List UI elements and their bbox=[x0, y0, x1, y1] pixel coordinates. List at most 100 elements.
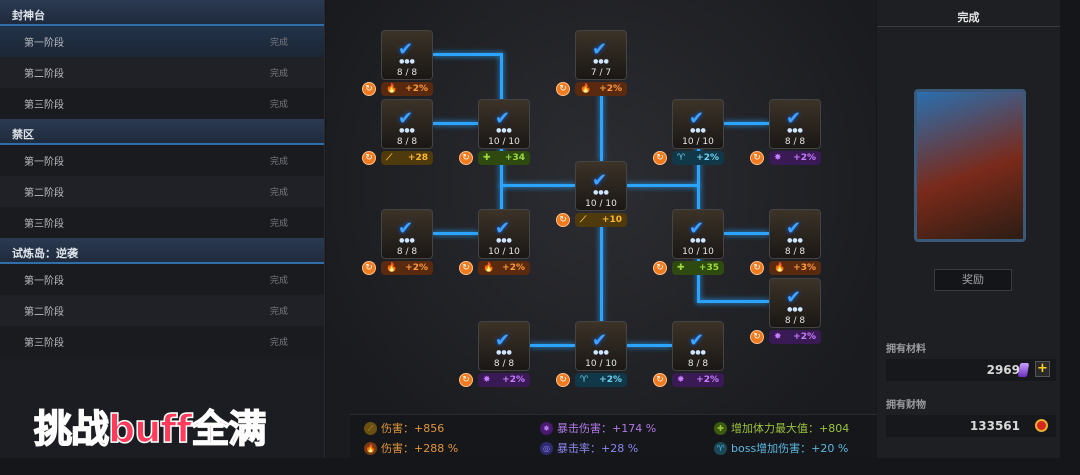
reset-icon[interactable]: ↻ bbox=[556, 373, 570, 387]
buff-node-card[interactable]: ✔●●●10 / 10 bbox=[478, 209, 530, 259]
stars-icon: ●●● bbox=[399, 237, 415, 244]
buff-value: +2% bbox=[793, 153, 816, 163]
reset-icon[interactable]: ↻ bbox=[653, 373, 667, 387]
stage-item[interactable]: 第三阶段完成 bbox=[0, 207, 324, 238]
buff-value: +10 bbox=[601, 215, 622, 225]
stat-text: 暴击伤害：+174 % bbox=[557, 422, 657, 435]
node-progress: 10 / 10 bbox=[682, 137, 714, 147]
check-icon: ✔ bbox=[398, 39, 414, 60]
buff-value: +2% bbox=[793, 332, 816, 342]
fire-icon: 🔥 bbox=[580, 84, 592, 94]
stars-icon: ●●● bbox=[399, 127, 415, 134]
wealth-count: 133561 bbox=[969, 419, 1020, 433]
fire-icon: 🔥 bbox=[386, 84, 398, 94]
coin-icon bbox=[1035, 419, 1048, 432]
node-progress: 10 / 10 bbox=[585, 199, 617, 209]
section-header[interactable]: 封神台 bbox=[0, 0, 324, 26]
buff-node-card[interactable]: ✔●●● 10 / 10 bbox=[575, 161, 627, 211]
stage-status: 完成 bbox=[269, 307, 288, 317]
buff-node-card[interactable]: ✔●●●8 / 8 bbox=[478, 321, 530, 371]
buff-node-card[interactable]: ✔●●●8 / 8 bbox=[769, 99, 821, 149]
check-icon: ✔ bbox=[398, 108, 414, 129]
buff-value: +2% bbox=[696, 153, 719, 163]
stat-text: 增加体力最大值：+804 bbox=[731, 422, 850, 435]
stat-line: ⟋伤害：+856 bbox=[364, 420, 444, 436]
stage-item[interactable]: 第一阶段完成 bbox=[0, 26, 324, 57]
stat-text: 暴击率：+28 % bbox=[557, 442, 639, 455]
add-material-button[interactable]: + bbox=[1035, 361, 1050, 377]
reset-icon[interactable]: ↻ bbox=[750, 151, 764, 165]
boss-icon: ♈ bbox=[580, 375, 589, 385]
stage-status: 完成 bbox=[269, 69, 288, 79]
buff-node-card[interactable]: ✔●●●8 / 8 bbox=[769, 209, 821, 259]
check-icon: ✔ bbox=[495, 108, 511, 129]
sword-icon: ⟋ bbox=[580, 215, 587, 225]
stage-item[interactable]: 第二阶段完成 bbox=[0, 295, 324, 326]
connector-line bbox=[600, 225, 603, 347]
stat-text: 伤害：+856 bbox=[381, 422, 445, 435]
reset-icon[interactable]: ↻ bbox=[362, 82, 376, 96]
stars-icon: ●●● bbox=[593, 189, 609, 196]
stars-icon: ●●● bbox=[593, 349, 609, 356]
reset-icon[interactable]: ↻ bbox=[653, 261, 667, 275]
stage-status: 完成 bbox=[269, 276, 288, 286]
check-icon: ✔ bbox=[786, 108, 802, 129]
section-header[interactable]: 禁区 bbox=[0, 119, 324, 145]
section-header[interactable]: 试炼岛：逆袭 bbox=[0, 238, 324, 264]
node-progress: 8 / 8 bbox=[396, 137, 418, 147]
reset-icon[interactable]: ↻ bbox=[362, 151, 376, 165]
buff-badge: 🔥+2% bbox=[478, 261, 530, 275]
node-progress: 10 / 10 bbox=[682, 247, 714, 257]
sword-icon: ⟋ bbox=[386, 153, 393, 163]
stage-item[interactable]: 第三阶段完成 bbox=[0, 326, 324, 357]
connector-line bbox=[432, 232, 478, 235]
buff-node-card[interactable]: ✔●●●10 / 10 bbox=[672, 209, 724, 259]
reset-icon[interactable]: ↻ bbox=[750, 330, 764, 344]
reset-icon[interactable]: ↻ bbox=[459, 373, 473, 387]
buff-node-card[interactable]: ✔●●●8 / 8 bbox=[672, 321, 724, 371]
buff-node-card[interactable]: ✔●●● 8 / 8 bbox=[381, 99, 433, 149]
node-progress: 10 / 10 bbox=[585, 359, 617, 369]
reset-icon[interactable]: ↻ bbox=[653, 151, 667, 165]
reset-icon[interactable]: ↻ bbox=[362, 261, 376, 275]
buff-node-card[interactable]: ✔●●●8 / 8 bbox=[381, 209, 433, 259]
buff-value: +35 bbox=[698, 263, 719, 273]
stars-icon: ●●● bbox=[690, 127, 706, 134]
node-progress: 7 / 7 bbox=[590, 68, 612, 78]
buff-node-card[interactable]: ✔●●●10 / 10 bbox=[478, 99, 530, 149]
stars-icon: ●●● bbox=[593, 58, 609, 65]
hero-card-image bbox=[914, 89, 1026, 242]
stars-icon: ●●● bbox=[690, 349, 706, 356]
buff-tree: ✔●●●8 / 8↻🔥+2%✔●●●7 / 7↻🔥+2%✔●●●8 / 8↻⟋+… bbox=[326, 0, 876, 458]
buff-value: +2% bbox=[696, 375, 719, 385]
buff-node-card[interactable]: ✔●●●7 / 7 bbox=[575, 30, 627, 80]
stage-item[interactable]: 第三阶段完成 bbox=[0, 88, 324, 119]
crit-icon: ✸ bbox=[677, 375, 685, 385]
reward-button[interactable]: 奖励 bbox=[934, 269, 1012, 291]
reset-icon[interactable]: ↻ bbox=[556, 213, 570, 227]
stage-item[interactable]: 第一阶段完成 bbox=[0, 145, 324, 176]
stage-status: 完成 bbox=[269, 100, 288, 110]
check-icon: ✔ bbox=[398, 218, 414, 239]
node-progress: 8 / 8 bbox=[687, 359, 709, 369]
connector-line bbox=[600, 93, 603, 161]
stage-item[interactable]: 第二阶段完成 bbox=[0, 176, 324, 207]
buff-badge: ✚+35 bbox=[672, 261, 724, 275]
reset-icon[interactable]: ↻ bbox=[459, 261, 473, 275]
reset-icon[interactable]: ↻ bbox=[556, 82, 570, 96]
reset-icon[interactable]: ↻ bbox=[459, 151, 473, 165]
buff-node-card[interactable]: ✔●●●8 / 8 bbox=[769, 278, 821, 328]
stage-item[interactable]: 第二阶段 完成 bbox=[0, 57, 324, 88]
stage-label: 第二阶段 bbox=[24, 69, 64, 80]
stage-item[interactable]: 第一阶段 完成 bbox=[0, 264, 324, 295]
stage-label: 第一阶段 bbox=[24, 276, 64, 287]
buff-node-card[interactable]: ✔●●●10 / 10 bbox=[575, 321, 627, 371]
buff-node-card[interactable]: ✔●●● 10 / 10 bbox=[672, 99, 724, 149]
check-icon: ✔ bbox=[689, 108, 705, 129]
check-icon: ✔ bbox=[495, 330, 511, 351]
node-progress: 8 / 8 bbox=[784, 137, 806, 147]
reset-icon[interactable]: ↻ bbox=[750, 261, 764, 275]
buff-node-card[interactable]: ✔●●●8 / 8 bbox=[381, 30, 433, 80]
fire-icon: 🔥 bbox=[483, 263, 495, 273]
check-icon: ✔ bbox=[592, 170, 608, 191]
